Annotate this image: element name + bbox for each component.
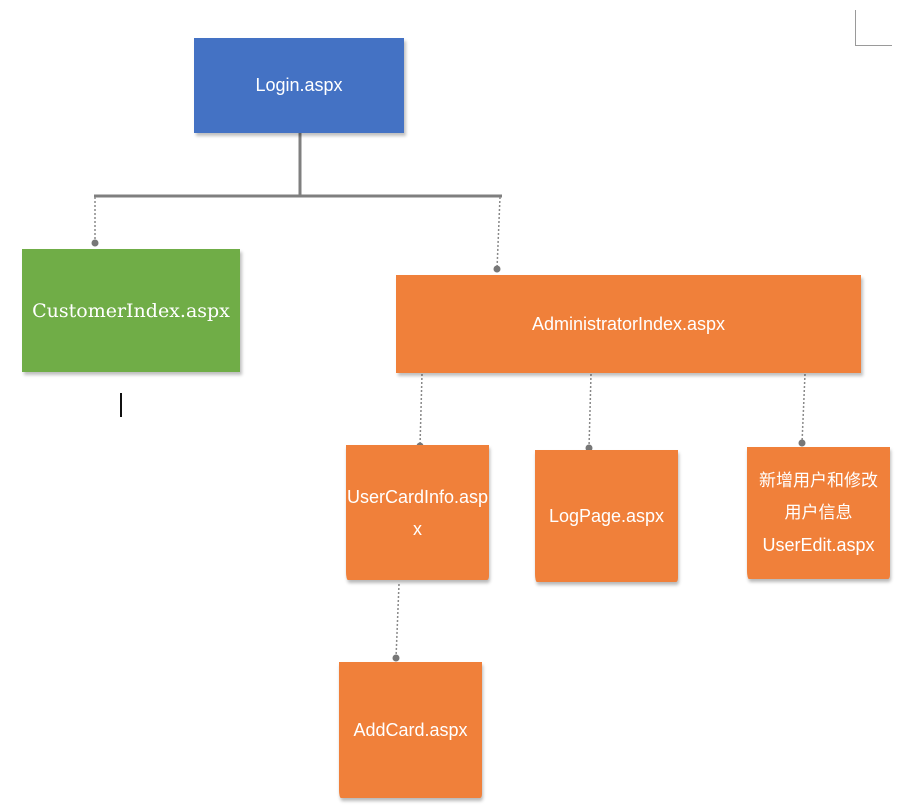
customer-index-node-label: CustomerIndex.aspx bbox=[32, 299, 230, 322]
connector-to-useredit bbox=[801, 373, 806, 444]
connector-to-logpage bbox=[588, 373, 592, 449]
page-corner-mark bbox=[855, 10, 892, 46]
user-edit-node-label-line1: 新增用户和修改 bbox=[759, 471, 878, 491]
customer-index-node[interactable]: CustomerIndex.aspx bbox=[22, 249, 240, 372]
login-node[interactable]: Login.aspx bbox=[194, 38, 404, 133]
connector-dot-customer bbox=[91, 239, 99, 247]
connector-dot-admin bbox=[493, 265, 501, 273]
log-page-node[interactable]: LogPage.aspx bbox=[535, 450, 678, 582]
connector-to-usercardinfo bbox=[419, 373, 423, 447]
add-card-node[interactable]: AddCard.aspx bbox=[339, 662, 482, 798]
user-edit-node-label-line2: 用户信息 bbox=[784, 503, 853, 523]
administrator-index-node-label: AdministratorIndex.aspx bbox=[531, 314, 726, 334]
text-cursor bbox=[120, 393, 122, 417]
add-card-node-label: AddCard.aspx bbox=[353, 720, 468, 740]
connector-to-addcard bbox=[395, 583, 400, 659]
log-page-node-label: LogPage.aspx bbox=[548, 506, 665, 526]
connector-to-admin bbox=[496, 196, 501, 270]
user-edit-node-label-line3: UserEdit.aspx bbox=[762, 535, 875, 555]
connector-dot-logpage bbox=[585, 444, 593, 452]
user-card-info-node[interactable]: UserCardInfo.aspx bbox=[346, 445, 489, 580]
user-edit-node[interactable]: 新增用户和修改 用户信息 UserEdit.aspx bbox=[747, 447, 890, 579]
connector-dot-useredit bbox=[798, 439, 806, 447]
user-card-info-node-label: UserCardInfo.aspx bbox=[346, 486, 489, 539]
administrator-index-node[interactable]: AdministratorIndex.aspx bbox=[396, 275, 861, 373]
connector-dot-addcard bbox=[392, 654, 400, 662]
login-node-label: Login.aspx bbox=[255, 75, 343, 95]
